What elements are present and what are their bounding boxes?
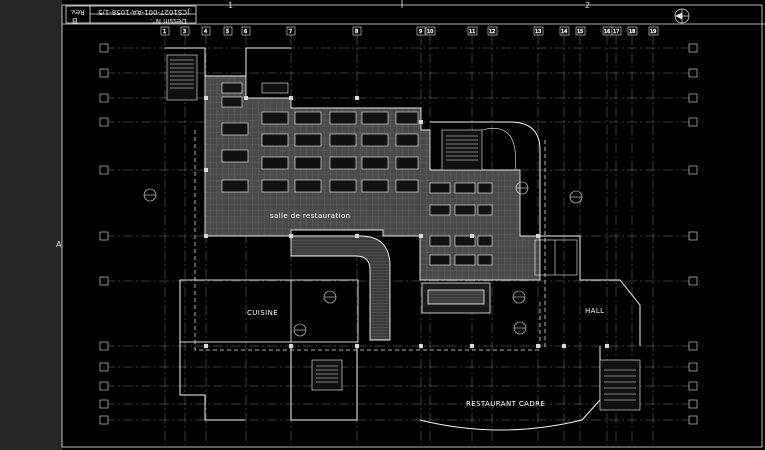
frame-column-1: 1 xyxy=(228,1,234,10)
grid-marker-10: 10 xyxy=(427,29,433,35)
stair-east xyxy=(441,128,516,171)
row-grid-markers xyxy=(99,43,698,425)
room-label-dining: salle de restauration xyxy=(270,212,351,220)
grid-marker-4: 4 xyxy=(204,29,207,35)
room-label-executive-restaurant: RESTAURANT CADRE xyxy=(466,400,546,408)
stair-north-west xyxy=(166,54,198,101)
serving-counter xyxy=(290,235,391,341)
grid-marker-12: 12 xyxy=(489,29,495,35)
core-lift xyxy=(421,282,491,314)
top-grid-markers: 1 3 4 5 6 7 8 9 10 11 12 13 14 15 16 17 … xyxy=(160,26,659,36)
dashed-perimeter xyxy=(194,130,546,351)
dining-floor xyxy=(204,75,541,281)
sheet-frame xyxy=(61,0,765,448)
grid-marker-6: 6 xyxy=(244,29,247,35)
frame-row-a: A xyxy=(56,240,62,249)
grid-marker-8: 8 xyxy=(355,29,358,35)
grid-marker-9: 9 xyxy=(419,29,422,35)
grid-marker-13: 13 xyxy=(535,29,541,35)
grid-marker-15: 15 xyxy=(577,29,583,35)
frame-column-2: 2 xyxy=(585,1,591,10)
room-label-hall: HALL xyxy=(585,307,605,315)
grid-marker-11: 11 xyxy=(469,29,475,35)
grid-marker-14: 14 xyxy=(561,29,567,35)
structural-columns xyxy=(204,96,609,348)
north-arrow-icon xyxy=(674,8,690,24)
grid-marker-18: 18 xyxy=(629,29,635,35)
grid-marker-17: 17 xyxy=(613,29,619,35)
washrooms xyxy=(534,239,578,276)
building-outline xyxy=(165,47,641,431)
dining-tables xyxy=(221,82,493,266)
grid-marker-19: 19 xyxy=(650,29,656,35)
grid-marker-7: 7 xyxy=(289,29,292,35)
grid-marker-5: 5 xyxy=(226,29,229,35)
section-marker-icon xyxy=(143,181,583,337)
stair-south xyxy=(311,359,641,411)
grid-marker-16: 16 xyxy=(604,29,610,35)
room-label-kitchen: CUISINE xyxy=(247,309,279,317)
grid-marker-3: 3 xyxy=(183,29,186,35)
grid-marker-1: 1 xyxy=(163,29,166,35)
left-margin-strip xyxy=(0,0,62,450)
